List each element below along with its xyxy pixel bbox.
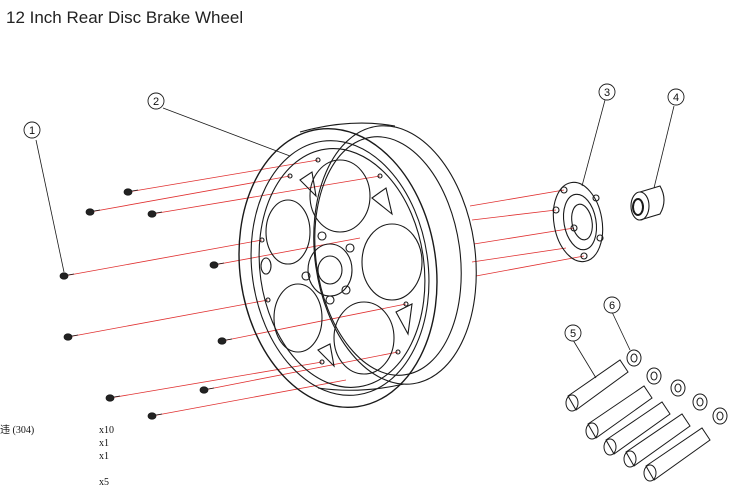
axle-sleeves — [565, 359, 711, 482]
bolt — [147, 210, 163, 218]
bolt — [199, 386, 215, 394]
sleeve — [623, 413, 691, 468]
bolt — [59, 272, 75, 280]
bolt — [209, 261, 225, 269]
callout-1-label: 1 — [29, 125, 35, 137]
callout-1: 1 — [23, 121, 41, 139]
washer — [670, 379, 686, 397]
callout-4-label: 4 — [673, 92, 679, 104]
bolt — [85, 208, 101, 216]
callout-3-label: 3 — [604, 87, 610, 99]
wheel-rim — [238, 122, 477, 409]
sleeve — [643, 427, 711, 482]
callout-2-label: 2 — [153, 96, 159, 108]
legend-qty-1: x10 — [99, 425, 114, 436]
washer — [646, 367, 662, 385]
callout-5: 5 — [564, 324, 582, 342]
washer — [712, 407, 728, 425]
bolt — [63, 333, 79, 341]
bolt-set — [59, 188, 233, 420]
sleeve — [565, 359, 629, 412]
legend-qty-2: x1 — [99, 438, 109, 449]
bolt — [123, 188, 139, 196]
washers — [626, 349, 728, 425]
callout-2: 2 — [147, 92, 165, 110]
legend-material-fragment: 违 (304) — [0, 424, 34, 436]
callout-6-label: 6 — [609, 300, 615, 312]
sleeve — [585, 385, 653, 440]
callout-leaders — [35, 99, 675, 379]
bolt — [105, 394, 121, 402]
bolt — [217, 337, 233, 345]
washer — [692, 393, 708, 411]
callout-3: 3 — [598, 83, 616, 101]
bolt — [147, 412, 163, 420]
disc-adapter — [552, 181, 604, 263]
legend-qty-5: x5 — [99, 477, 109, 488]
diagram-title: 12 Inch Rear Disc Brake Wheel — [6, 8, 244, 27]
alignment-guides — [63, 159, 585, 417]
legend-qty-3: x1 — [99, 451, 109, 462]
bearing-spacer — [630, 185, 665, 221]
callout-5-label: 5 — [570, 328, 576, 340]
sleeve — [603, 401, 671, 456]
parts-legend: 违 (304) x10 x1 x1 x5 — [0, 424, 114, 488]
callout-4: 4 — [667, 88, 685, 106]
washer — [626, 349, 642, 367]
callout-6: 6 — [603, 296, 621, 314]
